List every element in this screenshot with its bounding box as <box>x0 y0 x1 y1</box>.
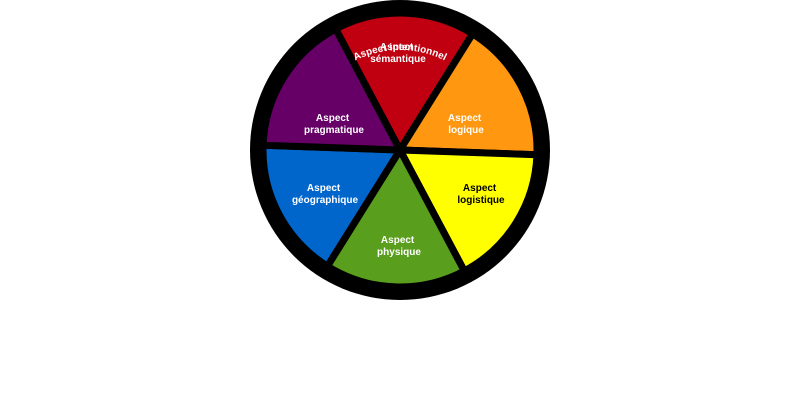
label-logique: Aspect logique <box>448 113 484 136</box>
label-pragmatique: Aspect pragmatique <box>304 113 364 136</box>
label-semantique: Aspect sémantique <box>370 42 426 65</box>
segment-labels: Aspect sémantique Aspect logique Aspect … <box>292 42 505 258</box>
segment-pragmatique <box>259 24 406 154</box>
label-semantique-line1: Aspect <box>380 42 414 53</box>
label-physique: Aspect physique <box>377 235 421 258</box>
segment-geographique <box>259 141 407 272</box>
label-logique-line2: logique <box>448 125 484 136</box>
segments-layer <box>259 9 541 291</box>
label-geographique: Aspect géographique <box>292 183 359 206</box>
label-physique-line1: Aspect <box>381 235 415 246</box>
label-pragmatique-line1: Aspect <box>316 113 350 124</box>
segment-logistique <box>394 146 541 276</box>
segment-semantique <box>330 9 478 157</box>
label-pragmatique-line2: pragmatique <box>304 125 364 136</box>
label-logistique: Aspect logistique <box>457 183 505 206</box>
label-semantique-line2: sémantique <box>370 54 426 65</box>
label-logique-line1: Aspect <box>448 113 482 124</box>
segment-physique <box>322 143 470 291</box>
segment-logique <box>393 28 541 159</box>
label-logistique-line1: Aspect <box>463 183 497 194</box>
label-logistique-line2: logistique <box>457 195 505 206</box>
label-geographique-line2: géographique <box>292 195 359 206</box>
label-geographique-line1: Aspect <box>307 183 341 194</box>
label-physique-line2: physique <box>377 247 421 258</box>
